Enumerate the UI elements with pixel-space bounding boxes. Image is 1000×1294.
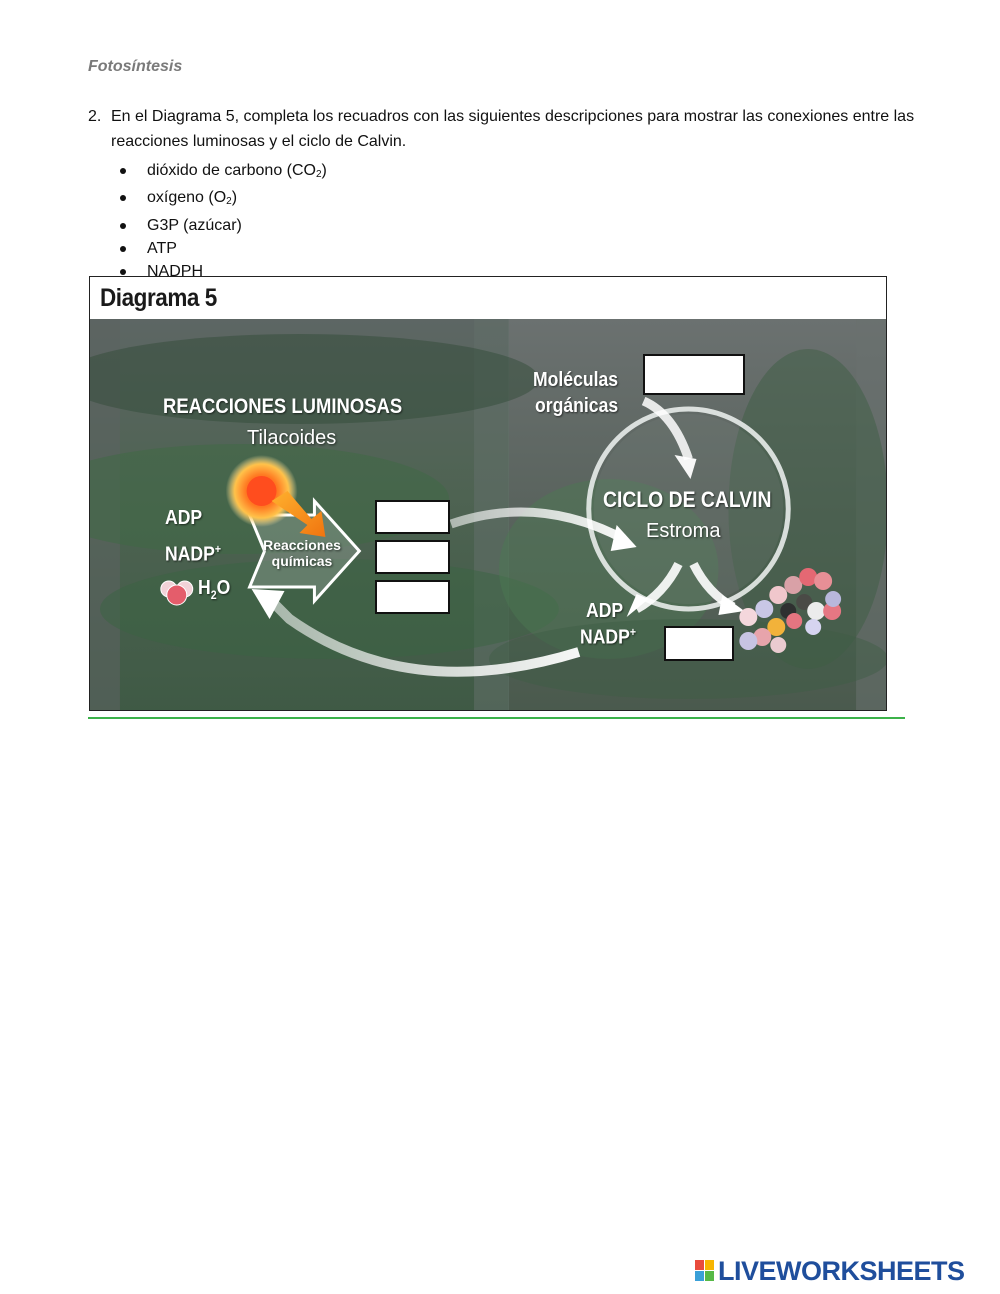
input-h2o-label: H2O (198, 577, 230, 602)
logo-text: LIVEWORKSHEETS (718, 1256, 965, 1287)
page-header-title: Fotosíntesis (88, 58, 182, 76)
liveworksheets-logo: LIVEWORKSHEETS (695, 1256, 965, 1286)
answer-box-organic-molecules[interactable] (643, 354, 745, 395)
light-reactions-subtitle: Tilacoides (247, 427, 336, 450)
output-adp-label: ADP (586, 600, 623, 623)
answer-options-list: dióxido de carbono (CO2) oxígeno (O2) G3… (118, 159, 327, 283)
list-item: dióxido de carbono (CO2) (118, 159, 327, 186)
organic-molecules-line1: Moléculas (533, 369, 618, 392)
organic-molecules-line2: orgánicas (535, 395, 618, 418)
list-item: ATP (118, 237, 327, 260)
list-item: oxígeno (O2) (118, 186, 327, 213)
diagram-title: Diagrama 5 (100, 284, 217, 313)
calvin-cycle-title: CICLO DE CALVIN (603, 487, 772, 513)
input-adp-label: ADP (165, 507, 202, 530)
output-nadp-label: NADP+ (580, 625, 636, 650)
diagram-5: Diagrama 5 (89, 276, 887, 711)
question-text: En el Diagrama 5, completa los recuadros… (111, 104, 918, 154)
answer-box-light-output-3[interactable] (375, 580, 450, 614)
calvin-cycle-subtitle: Estroma (646, 520, 720, 543)
answer-box-light-output-2[interactable] (375, 540, 450, 574)
question-number: 2. (88, 104, 101, 129)
diagram-title-bar: Diagrama 5 (90, 277, 886, 319)
chemical-reactions-label: Reacciones químicas (256, 537, 348, 569)
input-nadp-label: NADP+ (165, 542, 221, 567)
answer-box-light-output-1[interactable] (375, 500, 450, 534)
light-reactions-title: REACCIONES LUMINOSAS (163, 395, 402, 419)
logo-icon (695, 1260, 715, 1282)
question-2: 2. En el Diagrama 5, completa los recuad… (88, 104, 918, 154)
section-divider (88, 717, 905, 719)
list-item: G3P (azúcar) (118, 214, 327, 237)
answer-box-calvin-output[interactable] (664, 626, 734, 661)
diagram-illustration (90, 319, 886, 711)
